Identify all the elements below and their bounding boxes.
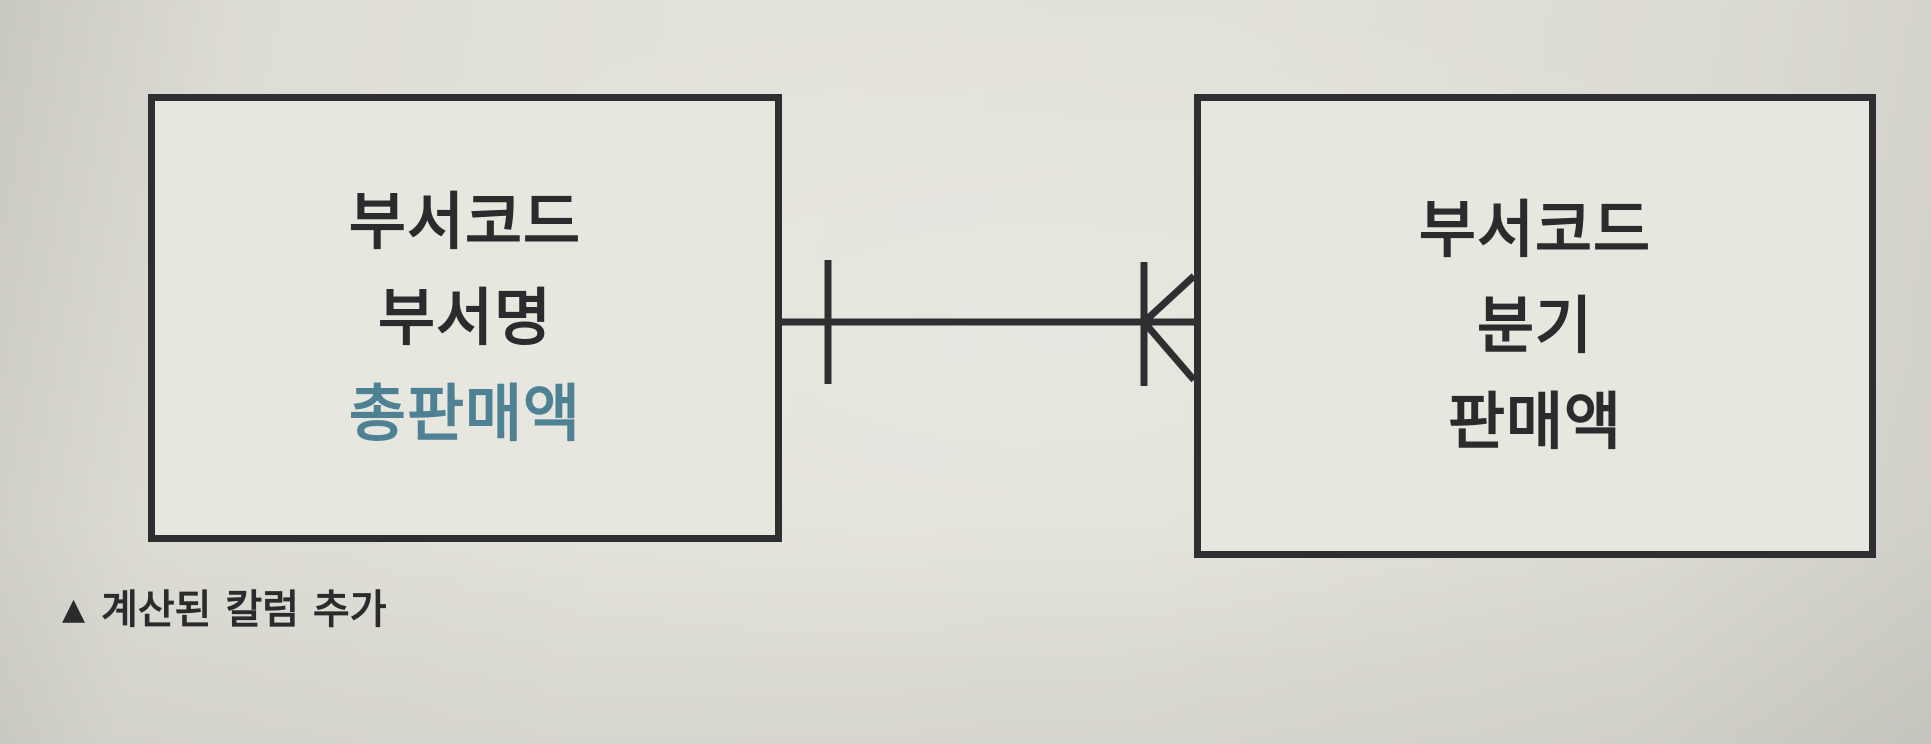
entity-attribute: 부서코드: [348, 185, 582, 258]
entity-attribute: 판매액: [1447, 385, 1623, 458]
triangle-marker-icon: ▲: [62, 592, 86, 627]
figure-caption: ▲ 계산된 칼럼 추가: [62, 588, 387, 632]
entity-attribute: 부서코드: [1418, 193, 1652, 266]
entity-box-quarterly-sales: 부서코드 분기 판매액: [1194, 94, 1876, 558]
entity-box-department: 부서코드 부서명 총판매액: [148, 94, 782, 542]
entity-attribute: 분기: [1476, 289, 1594, 362]
caption-text: 계산된 칼럼 추가: [101, 587, 387, 633]
calculated-attribute: 총판매액: [348, 377, 582, 450]
crows-foot-lower-prong: [1141, 319, 1197, 383]
entity-attribute: 부서명: [377, 281, 553, 354]
crows-foot-upper-prong: [1141, 273, 1197, 325]
